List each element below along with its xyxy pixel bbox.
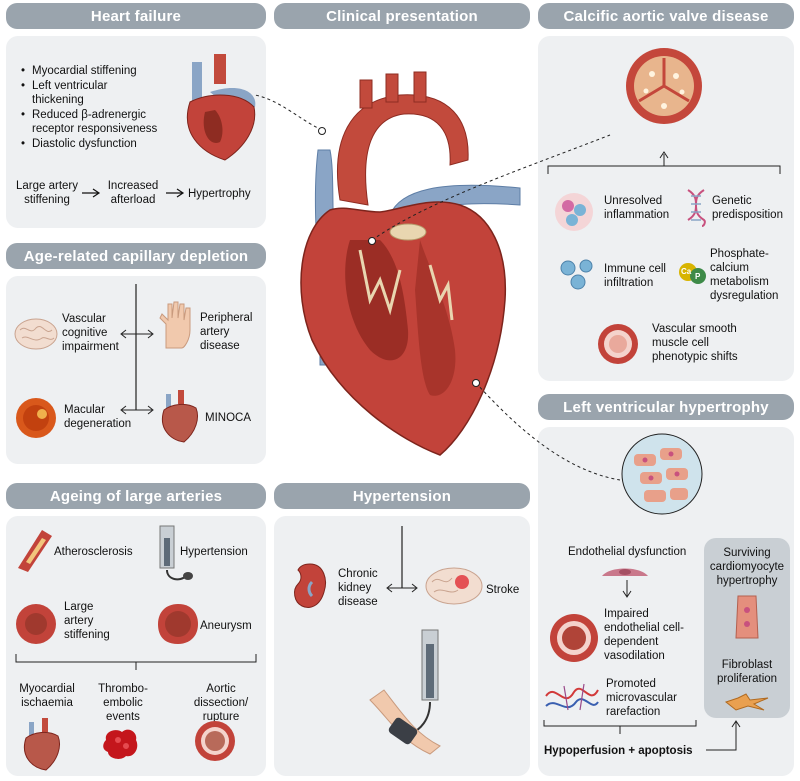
lvh-impaired-vasodilation: Impaired endothelial cell-dependent vaso… [604, 608, 684, 662]
cav-phosphate-calcium: Phosphate-calcium metabolism dysregulati… [710, 248, 779, 302]
cav-genetic-predisposition: Genetic predisposition [712, 195, 783, 221]
hf-bullet: Reduced β-adrenergic receptor responsive… [21, 108, 182, 136]
fibroblast-icon [724, 693, 769, 711]
ht-stroke: Stroke [486, 584, 520, 596]
lvh-surviving-cardiomyocyte: Surviving cardiomyocyte hypertrophy [709, 547, 785, 587]
vessel-ring-icon [598, 324, 638, 364]
bp-cuff-arm-icon [369, 629, 441, 755]
cap-macular-degeneration: Macular degeneration [64, 404, 132, 430]
lvh-hypoperfusion: Hypoperfusion + apoptosis [544, 745, 693, 757]
header-clinical-presentation: Clinical presentation [274, 3, 530, 29]
hf-bullet: Left ventricular thickening [21, 79, 142, 107]
hf-bullet-list: Myocardial stiffening Left ventricular t… [20, 64, 180, 152]
la-thromboembolic: Thrombo-embolic events [98, 683, 148, 723]
cap-minoca: MINOCA [205, 412, 251, 424]
ischaemia-heart-icon [24, 718, 60, 771]
ca-ion-label: Ca [681, 267, 692, 276]
dissection-ring-icon [195, 721, 235, 761]
brain-icon [14, 318, 58, 350]
la-myocardial-ischaemia: Myocardial ischaemia [19, 683, 75, 709]
endothelial-cell-icon [602, 568, 648, 576]
aneurysm-ring-icon [158, 604, 198, 644]
stiff-artery-ring-icon [16, 604, 56, 644]
cav-unresolved-inflammation: Unresolved inflammation [604, 195, 670, 221]
retina-icon [16, 398, 56, 438]
header-hypertension: Hypertension [274, 483, 530, 509]
lvh-microvascular-rarefaction: Promoted microvascular rarefaction [606, 678, 677, 718]
large-arteries-bracket [15, 654, 257, 670]
la-aneurysm: Aneurysm [200, 620, 252, 632]
inflammation-cells-icon [555, 193, 593, 231]
la-large-artery-stiffening: Large artery stiffening [64, 601, 110, 641]
cardiomyocyte-icon [735, 595, 759, 639]
dna-icon [687, 189, 706, 227]
cap-peripheral-artery: Peripheral artery disease [200, 312, 253, 352]
hand-icon [159, 301, 191, 349]
microvessel-network-icon [545, 683, 599, 711]
calcified-valve-icon [626, 48, 702, 124]
cap-vascular-cognitive: Vascular cognitive impairment [62, 313, 119, 353]
capillary-tree-lines [120, 284, 154, 415]
la-atherosclerosis: Atherosclerosis [54, 546, 133, 558]
lvh-endothelial-dysfunction: Endothelial dysfunction [568, 546, 687, 558]
p-ion-label: P [695, 272, 701, 281]
calcific-bracket-lines [547, 151, 781, 174]
header-capillary-depletion: Age-related capillary depletion [6, 243, 266, 269]
hf-arrow-icon [82, 188, 101, 198]
cav-immune-infiltration: Immune cell infiltration [604, 263, 666, 289]
ht-chronic-kidney: Chronic kidney disease [338, 568, 378, 608]
hf-arrow-icon [166, 188, 185, 198]
header-large-arteries: Ageing of large arteries [6, 483, 266, 509]
cav-vsmc-shifts: Vascular smooth muscle cell phenotypic s… [652, 323, 738, 363]
myocardium-tissue-icon [621, 433, 703, 515]
stroke-brain-icon [425, 567, 483, 605]
la-hypertension: Hypertension [180, 546, 248, 558]
hf-flow-afterload: Increased afterload [107, 180, 159, 206]
bp-gauge-icon [159, 525, 193, 581]
hf-flow-large-artery: Large artery stiffening [15, 180, 78, 206]
hf-bullet: Myocardial stiffening [21, 64, 180, 78]
header-lv-hypertrophy: Left ventricular hypertrophy [538, 394, 794, 420]
hf-heart-icon [186, 54, 256, 161]
lvh-bracket-arrow [543, 720, 741, 751]
small-heart-icon [162, 390, 198, 443]
header-heart-failure: Heart failure [6, 3, 266, 29]
lvh-fibroblast-proliferation: Fibroblast proliferation [716, 659, 778, 685]
hf-bullet: Diastolic dysfunction [21, 137, 180, 151]
la-aortic-dissection: Aortic dissection/ rupture [193, 683, 249, 723]
immune-cells-icon [560, 259, 593, 290]
lvh-down-arrow [622, 580, 632, 598]
header-calcific-aortic-valve: Calcific aortic valve disease [538, 3, 794, 29]
atherosclerosis-vessel-icon [18, 530, 52, 572]
lvh-vessel-ring-icon [550, 614, 598, 662]
kidney-icon [294, 563, 326, 608]
ca-p-ions-icon [679, 263, 706, 284]
hf-flow-hypertrophy: Hypertrophy [188, 188, 251, 200]
thrombus-icon [103, 729, 138, 759]
hypertension-branch-lines [386, 526, 418, 593]
